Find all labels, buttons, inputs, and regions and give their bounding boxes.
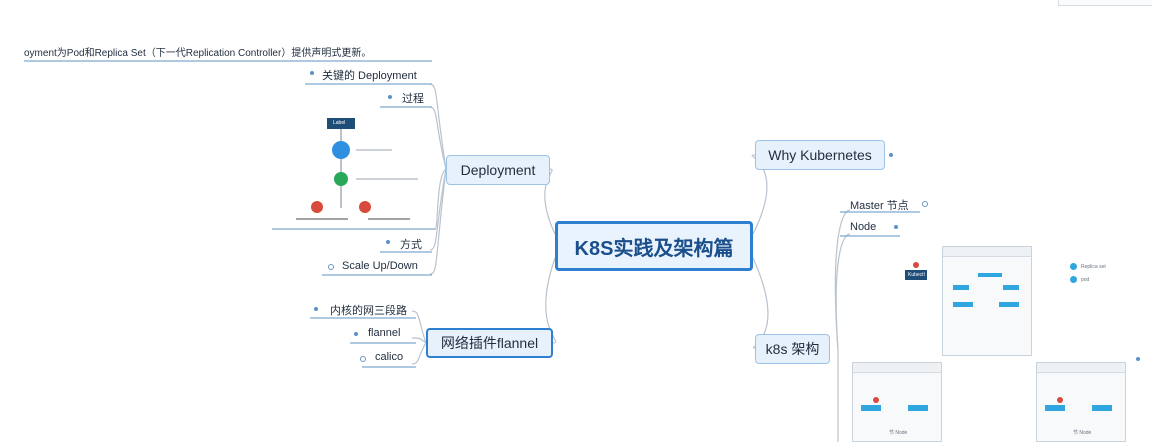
arch-node-diagram-1: 节 Node	[852, 362, 942, 442]
connector-network	[545, 257, 557, 344]
deployment-description: oyment为Pod和Replica Set（下一代Replication Co…	[24, 48, 372, 59]
arch-master-diagram	[942, 246, 1032, 356]
leaf-process[interactable]: 过程	[402, 93, 424, 105]
corner-panel	[1058, 0, 1152, 6]
kubectl-label: Kubectl	[908, 272, 925, 278]
leaf-flannel[interactable]: flannel	[368, 327, 401, 339]
arch-node-diagram-2: 节 Node	[1036, 362, 1126, 442]
process-label: Label	[333, 120, 346, 126]
kubectl-box	[905, 270, 927, 280]
connector-arch	[752, 257, 769, 349]
leaf-calico[interactable]: calico	[375, 351, 404, 363]
branch-deployment[interactable]: Deployment	[446, 155, 550, 185]
leaf-key-deployment[interactable]: 关键的 Deployment	[322, 70, 417, 82]
leaf-method[interactable]: 方式	[400, 239, 422, 251]
legend-replica-set: Replica set	[1081, 264, 1106, 270]
process-diagram	[296, 118, 418, 220]
branch-k8s-architecture[interactable]: k8s 架构	[755, 334, 830, 364]
leaf-scale-up-down[interactable]: Scale Up/Down	[342, 260, 418, 272]
leaf-kernel-path[interactable]: 内核的网三段路	[330, 305, 407, 317]
branch-network-flannel[interactable]: 网络插件flannel	[426, 328, 553, 358]
leaf-master-node[interactable]: Master 节点	[850, 200, 909, 212]
leaf-node[interactable]: Node	[850, 221, 877, 233]
branch-why-kubernetes[interactable]: Why Kubernetes	[755, 140, 885, 170]
legend-pod: pod	[1081, 277, 1090, 283]
central-topic[interactable]: K8S实践及架构篇	[555, 221, 753, 271]
